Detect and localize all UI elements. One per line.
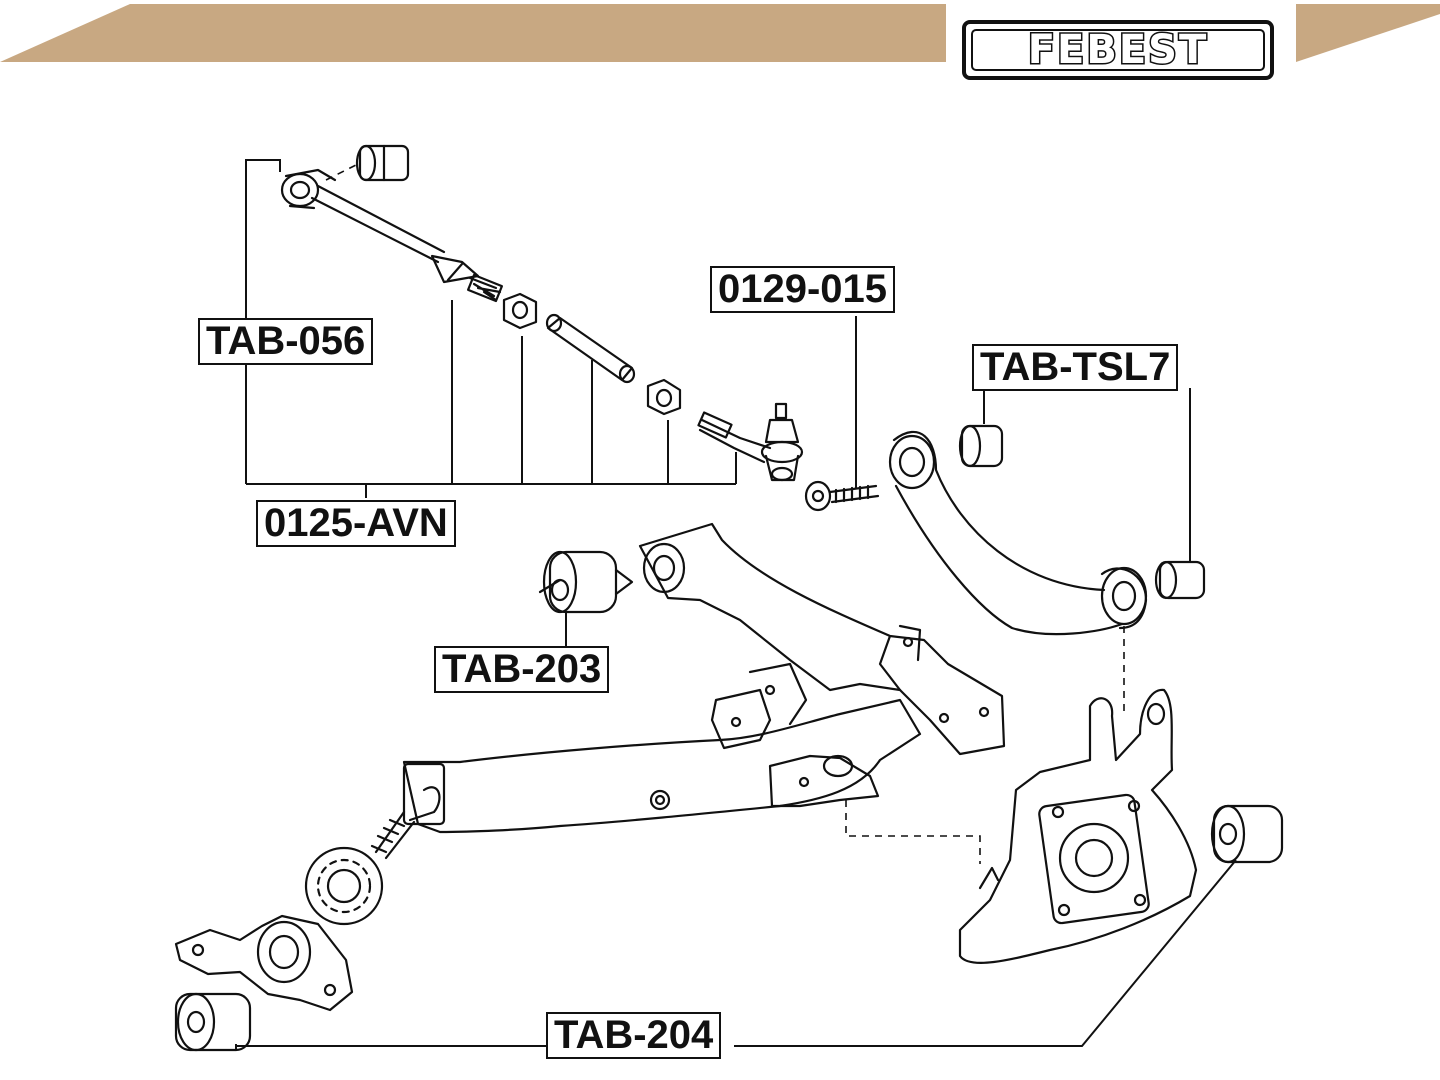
label-0125-avn: 0125-AVN xyxy=(256,500,456,547)
trailing-arm xyxy=(370,522,1006,860)
sleeve-tube xyxy=(545,313,636,384)
bushing-tab056 xyxy=(355,144,410,182)
curved-control-arm xyxy=(888,430,1148,636)
label-tab-203: TAB-203 xyxy=(434,646,610,693)
bushing-tab204-left xyxy=(174,992,252,1052)
label-0129-015: 0129-015 xyxy=(710,266,896,313)
washer xyxy=(304,846,384,926)
lateral-link-rod xyxy=(280,144,804,482)
ball-joint xyxy=(760,402,804,482)
eccentric-bolt-0129-015 xyxy=(804,480,880,512)
knuckle-hub xyxy=(958,688,1198,964)
bushing-tab204-right xyxy=(1210,804,1284,864)
febest-logo: FEBEST xyxy=(962,20,1274,80)
bushing-tab203 xyxy=(538,550,634,614)
bushing-tsl7-top xyxy=(958,424,1004,468)
header-banner-right xyxy=(1296,4,1440,62)
header-banner-left xyxy=(0,4,946,62)
label-tab-056: TAB-056 xyxy=(198,318,374,365)
label-tab-204: TAB-204 xyxy=(546,1012,722,1059)
label-tab-tsl7: TAB-TSL7 xyxy=(972,344,1179,391)
nut-1 xyxy=(502,292,538,330)
nut-2 xyxy=(646,378,682,416)
bracket xyxy=(174,914,354,1012)
logo-text: FEBEST xyxy=(971,26,1265,75)
bushing-tsl7-bottom xyxy=(1154,560,1206,600)
